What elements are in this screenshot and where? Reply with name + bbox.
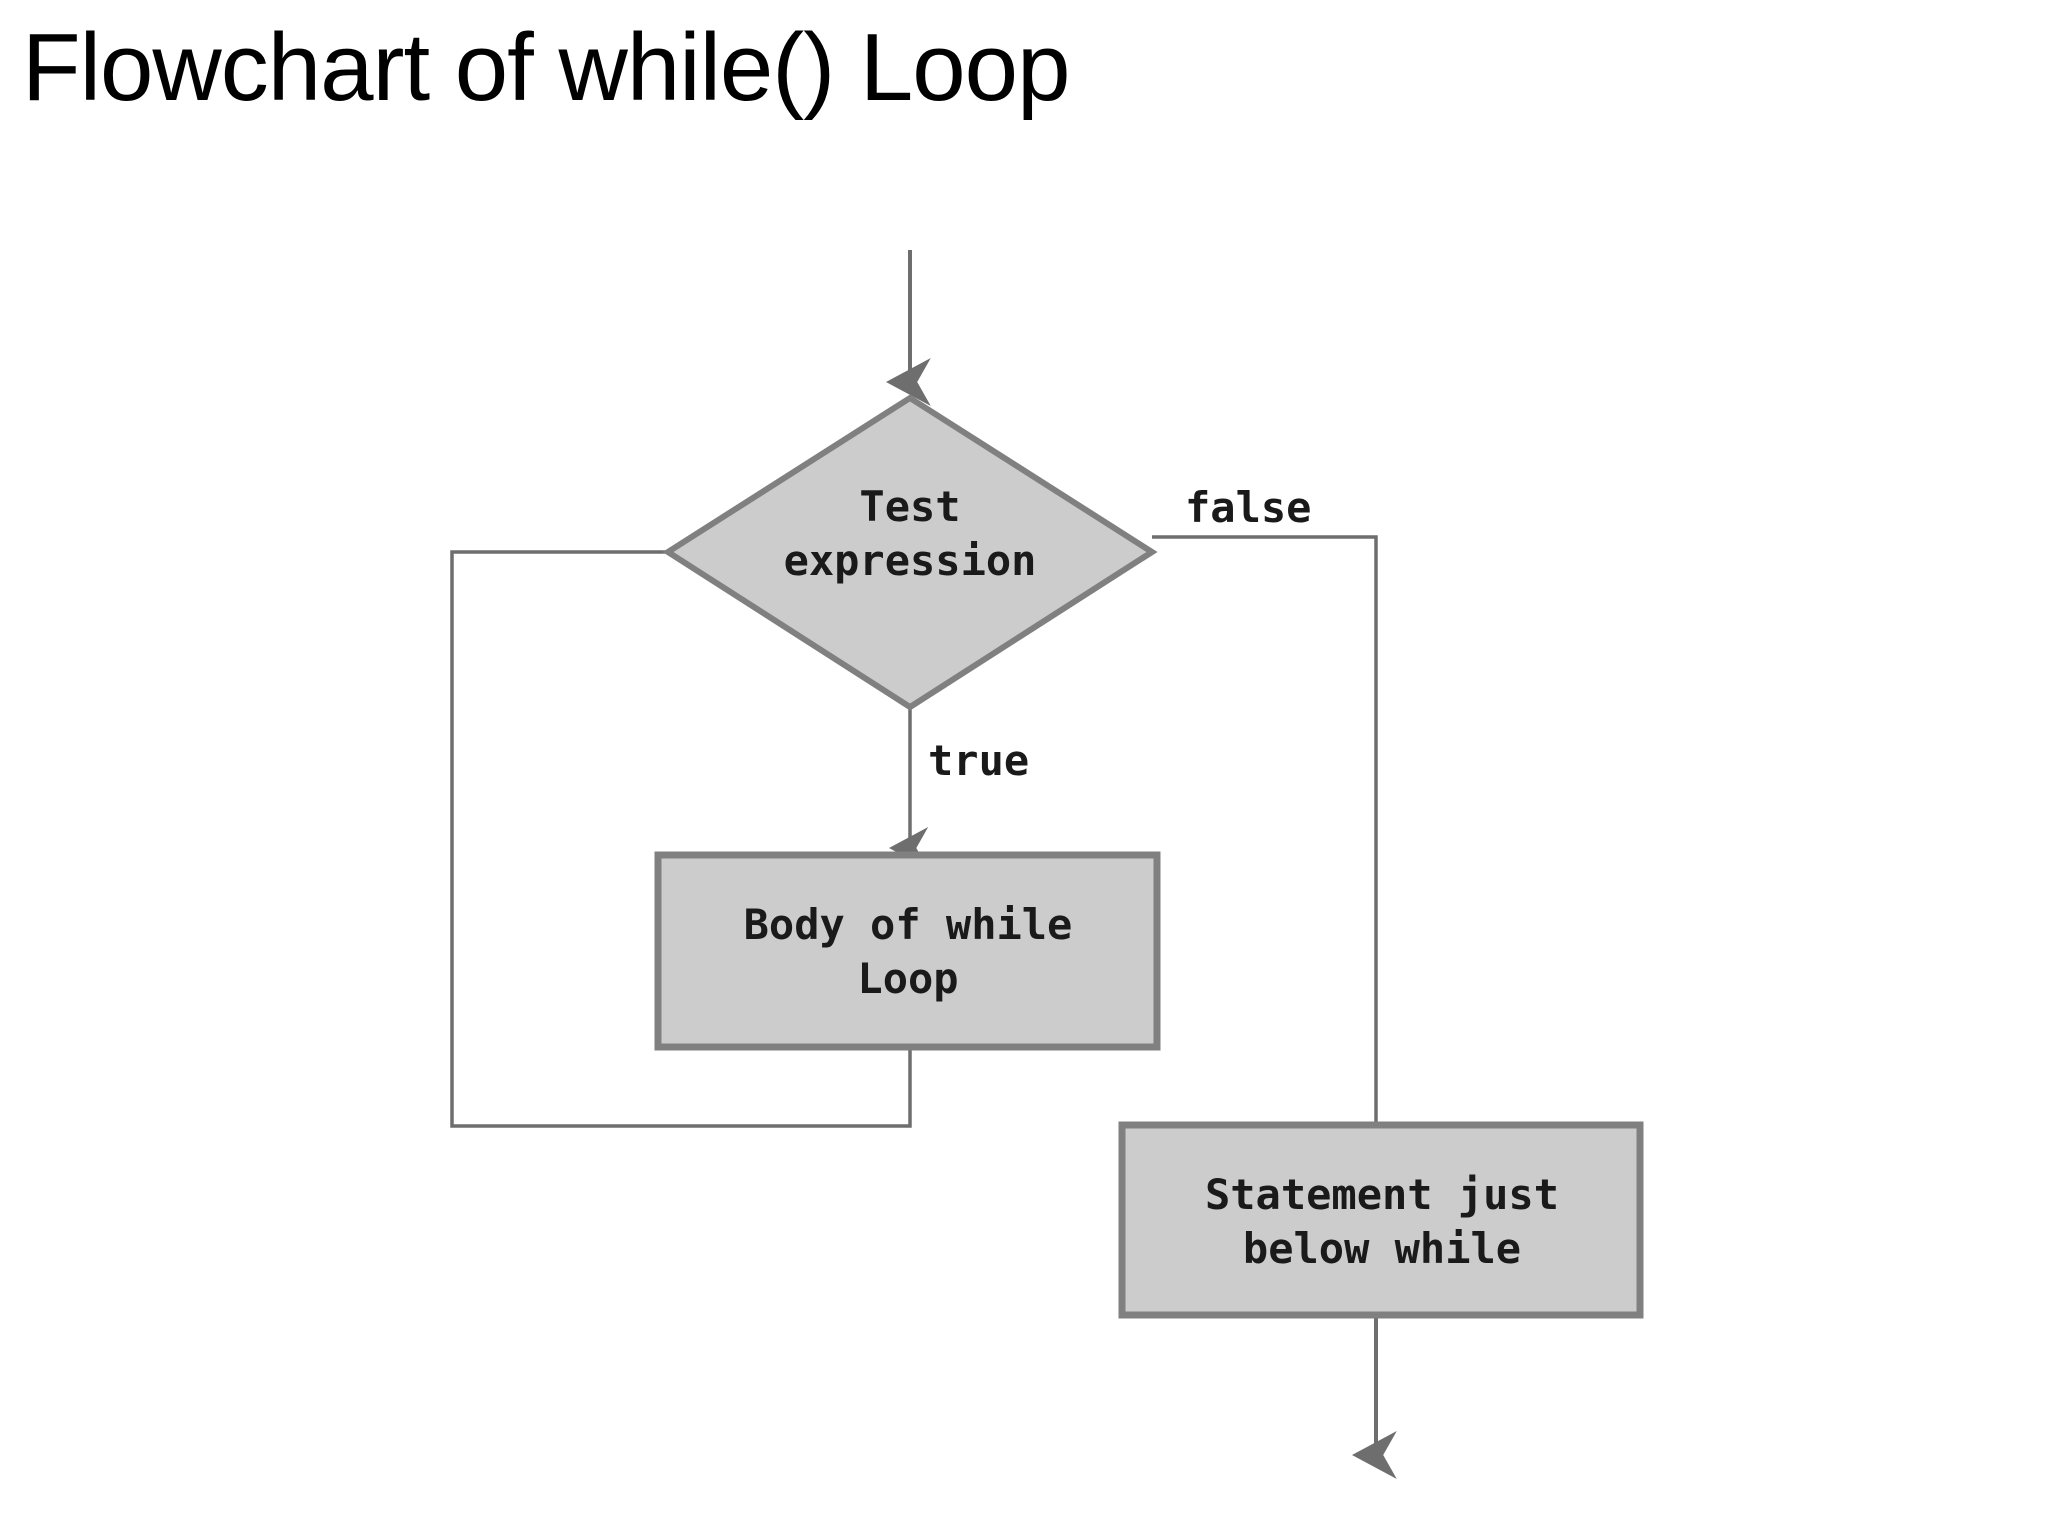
node-statement-below-while[interactable]	[1118, 1121, 1644, 1319]
connector-loop-back	[450, 550, 912, 1128]
connector-false-branch	[1152, 535, 1378, 1124]
page-title: Flowchart of while() Loop	[22, 14, 1070, 121]
node-test-expression[interactable]	[662, 394, 1158, 711]
node-body-of-while-loop[interactable]	[654, 851, 1161, 1051]
edge-label-false: false	[1185, 483, 1312, 532]
edge-label-true: true	[928, 736, 1030, 785]
